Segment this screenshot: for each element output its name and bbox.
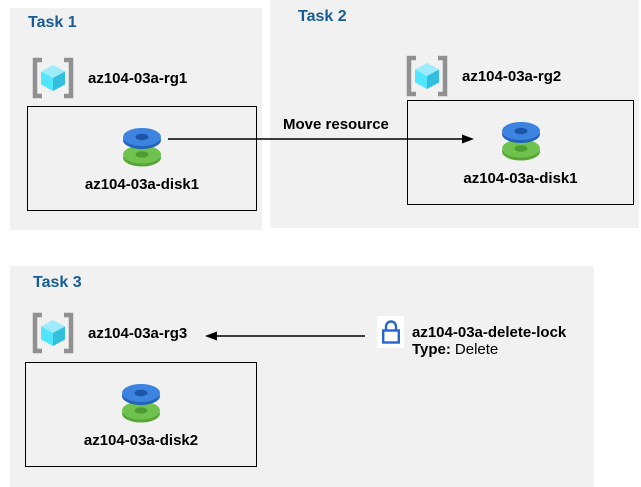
resource-group-icon — [32, 57, 74, 99]
task2-resource-group: az104-03a-rg2 — [404, 55, 561, 97]
task1-resource-name: az104-03a-disk1 — [84, 175, 200, 193]
task3-resource-box: az104-03a-disk2 — [25, 362, 257, 467]
task3-title: Task 3 — [33, 274, 82, 291]
task2-rg-name: az104-03a-rg2 — [462, 67, 562, 85]
resource-group-icon — [406, 55, 448, 97]
task3-resource-group: az104-03a-rg3 — [30, 312, 187, 354]
task1-resource-group: az104-03a-rg1 — [30, 57, 187, 99]
move-resource-label: Move resource — [283, 116, 389, 133]
lock-name: az104-03a-delete-lock — [412, 324, 567, 341]
task1-panel — [10, 8, 262, 230]
lock-type-line: Type:Delete — [412, 341, 566, 358]
task2-title: Task 2 — [298, 8, 347, 25]
disk-icon — [501, 121, 540, 160]
lock-icon-box — [377, 316, 404, 348]
task2-resource-box: az104-03a-disk1 — [407, 100, 634, 205]
arrow-left-icon — [205, 331, 365, 341]
lock-type-label: Type: — [412, 341, 451, 358]
lock-icon — [381, 320, 400, 344]
task1-title: Task 1 — [28, 14, 77, 31]
resource-group-icon — [32, 312, 74, 354]
arrow-right-icon — [168, 134, 474, 144]
lock-label-block: az104-03a-delete-lock Type:Delete — [412, 324, 566, 358]
task2-resource-name: az104-03a-disk1 — [463, 169, 578, 187]
task3-resource-name: az104-03a-disk2 — [83, 431, 199, 449]
lock-type-value: Delete — [454, 341, 499, 358]
task2-panel — [270, 0, 639, 228]
task1-rg-name: az104-03a-rg1 — [88, 69, 188, 87]
task3-panel — [10, 266, 594, 487]
task3-rg-name: az104-03a-rg3 — [88, 324, 188, 342]
disk-icon — [123, 127, 161, 166]
disk-icon — [122, 383, 160, 422]
task1-resource-box: az104-03a-disk1 — [27, 106, 257, 211]
